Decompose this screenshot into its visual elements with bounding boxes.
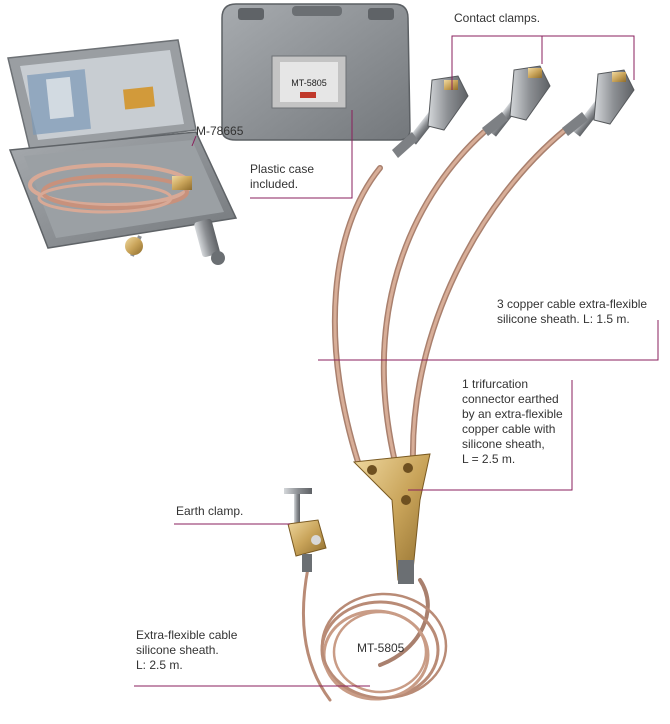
extra-flexible-label: Extra-flexible cable silicone sheath. L:… (136, 628, 238, 672)
contact-clamp-1 (392, 75, 469, 158)
plastic-case-label: Plastic case included. (250, 162, 315, 191)
cables (301, 127, 568, 702)
case-model-label: M-78665 (196, 124, 244, 138)
copper-cable-label: 3 copper cable extra-flexible silicone s… (497, 297, 648, 326)
earth-clamp (284, 488, 327, 572)
closed-case-photo: MT-5805 (221, 3, 411, 141)
contact-clamps-label: Contact clamps. (454, 11, 541, 25)
callout-lines (134, 35, 659, 687)
trifurcation-label: 1 trifurcation connector earthed by an e… (462, 377, 563, 466)
kit-model-label: MT-5805 (357, 641, 405, 655)
contact-clamp-3 (562, 69, 635, 137)
open-case-photo (7, 39, 238, 265)
case-badge: MT-5805 (291, 78, 327, 88)
trifurcation-connector (352, 453, 431, 584)
case-model-leader (191, 135, 197, 147)
contact-clamp-2 (482, 65, 551, 137)
earth-clamp-label: Earth clamp. (176, 504, 244, 518)
